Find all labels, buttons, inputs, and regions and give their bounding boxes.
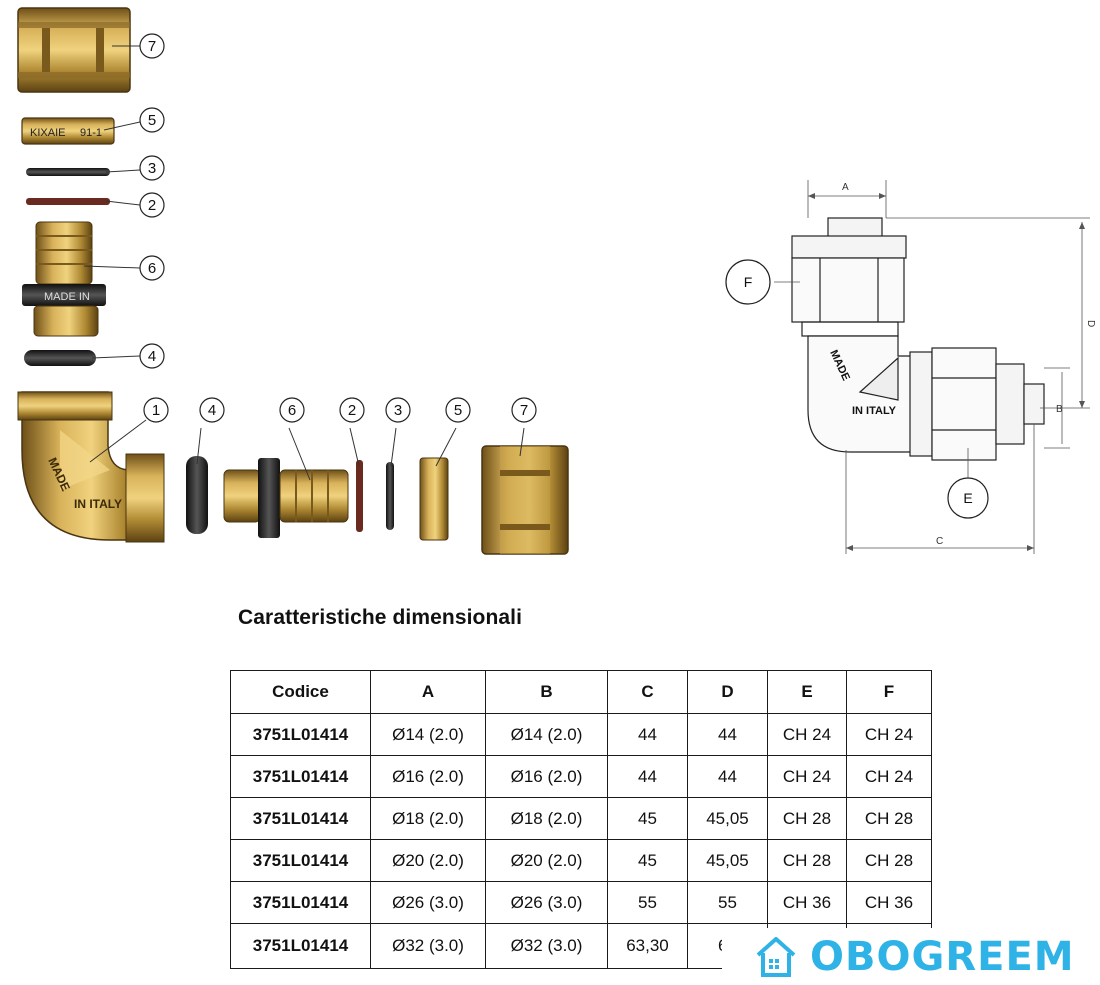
cell-e: CH 24 [767,755,847,798]
cell-codice: 3751L01414 [230,881,371,924]
table-row: 3751L01414 Ø16 (2.0) Ø16 (2.0) 44 44 CH … [230,755,932,798]
gasket-part-top [24,350,96,366]
cell-c: 45 [607,797,688,840]
seal-ring-part-row [386,462,394,530]
dim-label-c: C [936,536,943,547]
table-header-row: Codice A B C D E F [230,670,932,714]
callout-7-row: 7 [520,402,528,419]
callout-6-top: 6 [148,260,156,277]
house-icon [756,936,796,977]
cell-codice: 3751L01414 [230,797,371,840]
cell-d: 45,05 [687,797,768,840]
table-row: 3751L01414 Ø26 (3.0) Ø26 (3.0) 55 55 CH … [230,881,932,924]
cell-c: 63,30 [607,923,688,969]
brand-logo: OBOGREEM [722,928,1100,985]
cell-e: CH 28 [767,839,847,882]
dim-label-a: A [842,182,849,193]
insert-part-top: MADE IN [22,221,106,337]
cell-e: CH 24 [767,713,847,756]
cell-b: Ø20 (2.0) [485,839,608,882]
cell-a: Ø16 (2.0) [370,755,486,798]
cell-f: CH 28 [846,797,932,840]
header-d: D [687,670,768,714]
o-ring-part-row [356,460,363,532]
cell-f: CH 24 [846,713,932,756]
table-row: 3751L01414 Ø14 (2.0) Ø14 (2.0) 44 44 CH … [230,713,932,756]
cell-b: Ø16 (2.0) [485,755,608,798]
svg-text:91-1: 91-1 [80,127,102,139]
gasket-part-row [186,456,208,534]
cell-d: 44 [687,755,768,798]
header-f: F [846,670,932,714]
cell-b: Ø32 (3.0) [485,923,608,969]
cell-f: CH 36 [846,881,932,924]
svg-text:MADE IN: MADE IN [44,291,90,303]
callout-e: E [963,490,972,506]
seal-ring-part-top [26,168,110,176]
cell-codice: 3751L01414 [230,713,371,756]
dimensions-table: Codice A B C D E F 3751L01414 Ø14 (2.0) … [230,670,932,969]
callout-f: F [744,274,753,290]
cell-a: Ø26 (3.0) [370,881,486,924]
cell-b: Ø26 (3.0) [485,881,608,924]
callout-7-top: 7 [148,38,156,55]
cell-f: CH 24 [846,755,932,798]
cell-a: Ø32 (3.0) [370,923,486,969]
split-ring-part-top: KIXAIE 91-1 [21,117,115,145]
elbow-stamp-italy: IN ITALY [74,497,122,511]
callout-5-top: 5 [148,112,156,129]
split-ring-part-row [419,457,449,541]
cell-a: Ø14 (2.0) [370,713,486,756]
table-row: 3751L01414 Ø20 (2.0) Ø20 (2.0) 45 45,05 … [230,839,932,882]
cell-b: Ø14 (2.0) [485,713,608,756]
cell-codice: 3751L01414 [230,839,371,882]
cell-b: Ø18 (2.0) [485,797,608,840]
cell-c: 44 [607,713,688,756]
callout-4-row: 4 [208,402,216,419]
callout-4-top: 4 [148,348,156,365]
table-row: 3751L01414 Ø18 (2.0) Ø18 (2.0) 45 45,05 … [230,797,932,840]
callout-3-row: 3 [394,402,402,419]
header-e: E [767,670,847,714]
cell-codice: 3751L01414 [230,923,371,969]
cell-e: CH 36 [767,881,847,924]
cell-d: 55 [687,881,768,924]
callout-6-row: 6 [288,402,296,419]
drawing-stamp-italy: IN ITALY [852,405,897,417]
svg-text:KIXAIE: KIXAIE [30,127,65,139]
cell-a: Ø18 (2.0) [370,797,486,840]
cell-codice: 3751L01414 [230,755,371,798]
cell-f: CH 28 [846,839,932,882]
cell-d: 45,05 [687,839,768,882]
header-codice: Codice [230,670,371,714]
exploded-view-drawing: KIXAIE 91-1 MADE IN MADE IN ITALY [17,7,569,555]
cell-d: 44 [687,713,768,756]
callout-5-row: 5 [454,402,462,419]
dim-label-d: D [1085,320,1096,327]
logo-text: OBOGREEM [810,933,1075,980]
callout-2-top: 2 [148,197,156,214]
cell-c: 55 [607,881,688,924]
cell-c: 44 [607,755,688,798]
callout-3-top: 3 [148,160,156,177]
dimension-drawing: MADE IN ITALY A D B C F E [725,180,1096,554]
header-b: B [485,670,608,714]
nut-part-top [17,7,131,93]
callout-2-row: 2 [348,402,356,419]
dim-label-b: B [1056,404,1063,415]
callout-1-row: 1 [152,402,160,419]
insert-part-row [223,458,349,538]
header-a: A [370,670,486,714]
elbow-body-part: MADE IN ITALY [17,391,165,543]
header-c: C [607,670,688,714]
cell-c: 45 [607,839,688,882]
cell-e: CH 28 [767,797,847,840]
o-ring-part-top [26,198,110,205]
section-title: Caratteristiche dimensionali [238,606,523,629]
cell-a: Ø20 (2.0) [370,839,486,882]
nut-part-row [481,445,569,555]
